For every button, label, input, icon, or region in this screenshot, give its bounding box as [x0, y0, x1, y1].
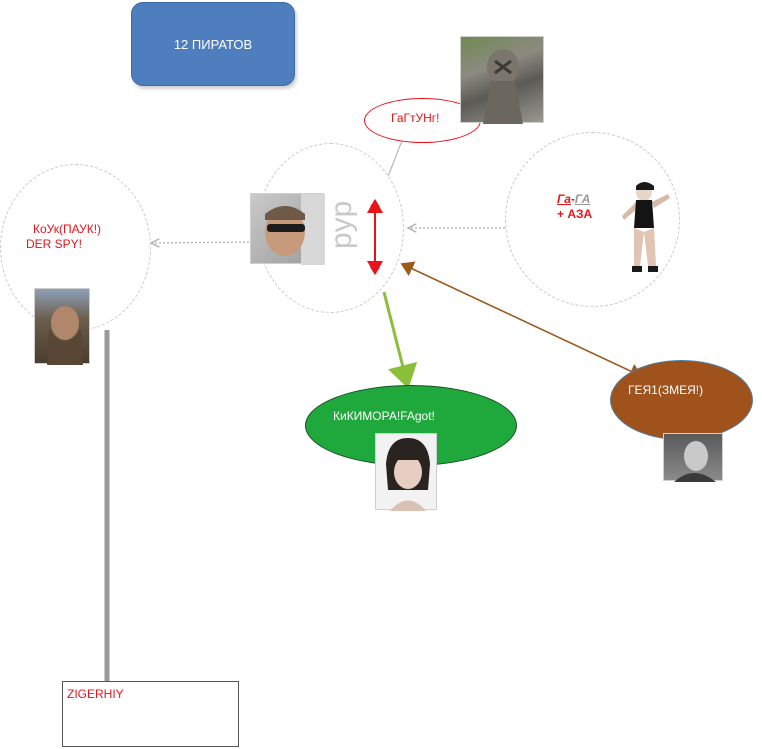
grayscale-portrait: [674, 441, 716, 482]
gagtung-photo: [460, 36, 544, 124]
node-koyk-line1: КоУк(ПАУК!): [33, 222, 102, 236]
pyp-photo: [250, 193, 325, 265]
gey-photo: [663, 433, 723, 482]
man-portrait: [47, 306, 83, 365]
arrow-pyp-to-kikimora: [382, 291, 418, 389]
kikimora-photo: [375, 433, 437, 511]
node-gaga-part1: Га: [557, 192, 571, 206]
node-gagtung-label: ГаГтУНг!: [391, 111, 440, 125]
node-gey-label: ГЕЯ1(ЗМЕЯ!): [628, 383, 704, 397]
node-zigerhiy: ZIGERHIY: [62, 681, 239, 747]
node-zigerhiy-label: ZIGERHIY: [67, 687, 124, 701]
title-box: 12 ПИРАТОВ: [131, 2, 295, 86]
node-gey: [610, 360, 753, 440]
node-pyp-label: рyp: [325, 200, 358, 249]
arrow-pyp-to-koyk: [151, 242, 258, 243]
statue-image: [483, 49, 523, 124]
node-gaga-line2: + АЗА: [557, 207, 593, 221]
arrow-pyp-gey: [400, 261, 643, 379]
red-double-arrow: [367, 199, 383, 275]
node-gaga-dash: -: [570, 192, 575, 206]
node-gaga-label: Га-ГА: [557, 192, 590, 206]
actor-portrait: [265, 194, 325, 265]
koyk-photo: [34, 288, 90, 365]
gaga-figure: [622, 182, 670, 272]
node-koyk-line2: DER SPY!: [26, 237, 83, 251]
woman-portrait: [386, 438, 430, 511]
title-label: 12 ПИРАТОВ: [173, 36, 253, 52]
node-gaga-part2: ГА: [574, 192, 591, 206]
node-kikimora-label: КиКИМОРА!FAgot!: [333, 409, 435, 423]
